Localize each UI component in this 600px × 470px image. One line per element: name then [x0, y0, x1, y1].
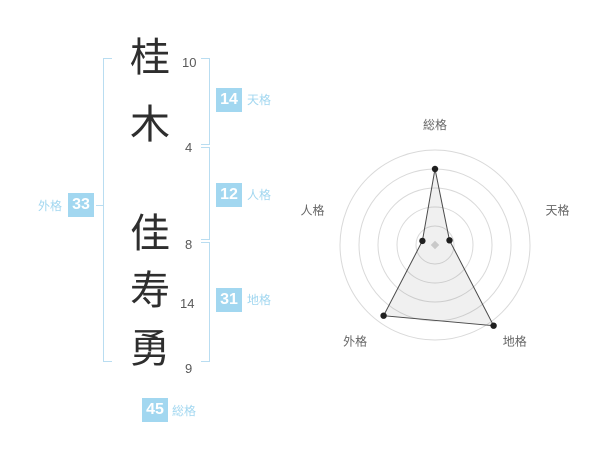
- gaikaku-connector-line: [96, 205, 103, 206]
- fortune-radar-chart: 総格天格地格 外格 人格: [290, 100, 580, 390]
- soukaku-value-badge: 45: [142, 398, 168, 422]
- name-char-3: 佳: [130, 212, 170, 256]
- name-char-2: 木: [130, 103, 170, 147]
- tenkaku-bracket: [201, 58, 210, 145]
- jinkaku-value-badge: 12: [216, 183, 242, 207]
- radar-axis-label: 外格: [343, 334, 367, 349]
- radar-point: [446, 237, 453, 244]
- soukaku-label: 総格: [172, 404, 197, 418]
- jinkaku-bracket: [201, 147, 210, 240]
- chikaku-label: 地格: [247, 293, 272, 307]
- radar-point: [490, 322, 497, 329]
- stroke-count-2: 4: [185, 140, 193, 155]
- name-char-5: 勇: [130, 327, 170, 371]
- radar-ring: [339, 149, 531, 341]
- tenkaku-value-badge: 14: [216, 88, 242, 112]
- radar-axis-label: 天格: [546, 202, 570, 217]
- tenkaku-label: 天格: [247, 93, 272, 107]
- stroke-count-4: 14: [180, 296, 195, 311]
- gaikaku-value-badge: 33: [68, 193, 94, 217]
- jinkaku-label: 人格: [247, 188, 272, 202]
- gaikaku-label: 外格: [38, 199, 63, 213]
- radar-ring: [396, 206, 474, 284]
- radar-axis-label: 総格: [423, 117, 447, 132]
- radar-axis-label: 人格: [300, 202, 324, 217]
- radar-axis-label: 地格: [503, 334, 527, 349]
- radar-ring: [415, 225, 455, 265]
- name-char-4: 寿: [130, 269, 170, 313]
- stroke-count-3: 8: [185, 237, 193, 252]
- name-char-1: 桂: [130, 36, 170, 80]
- radar-point: [419, 237, 426, 245]
- chikaku-bracket: [201, 242, 210, 362]
- chikaku-value-badge: 31: [216, 288, 242, 312]
- radar-point: [431, 165, 439, 173]
- radar-point: [380, 312, 387, 319]
- stroke-count-1: 10: [182, 55, 197, 70]
- stroke-count-5: 9: [185, 361, 193, 376]
- gaikaku-bracket: [103, 58, 112, 362]
- radar-polygon: [382, 168, 495, 327]
- radar-center-marker-icon: [430, 240, 440, 250]
- radar-ring: [377, 187, 493, 303]
